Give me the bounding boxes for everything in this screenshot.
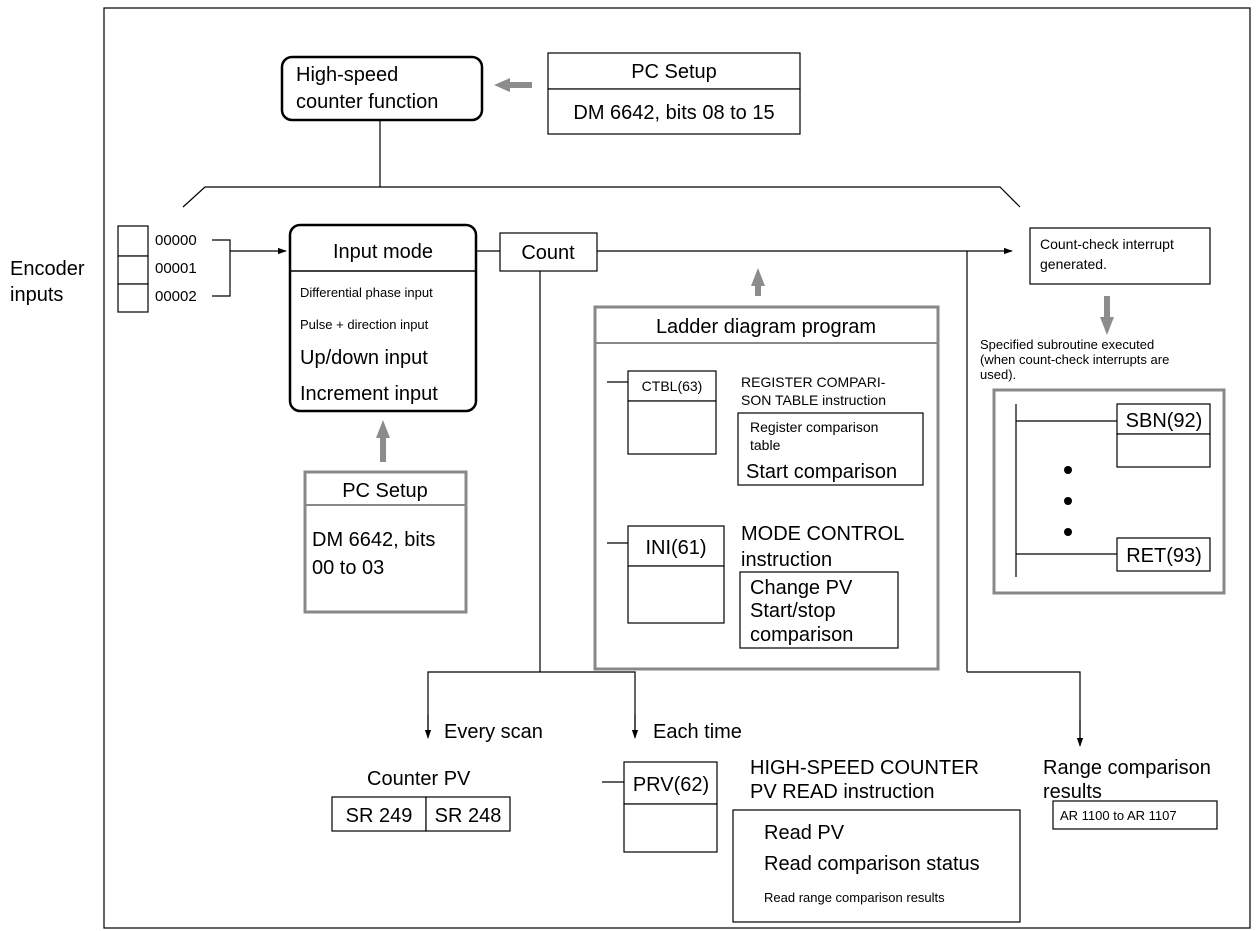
counter-pv-cell-0: SR 249 [346,805,413,827]
input-mode-item-3: Increment input [300,383,438,405]
encoder-bit-1: 00001 [155,260,197,277]
counter-pv-cell-1: SR 248 [435,805,502,827]
ladder-program: Ladder diagram program CTBL(63) REGISTER… [593,305,940,671]
ellipsis-dot-icon [1064,528,1072,536]
interrupt-line1: Count-check interrupt [1040,236,1174,252]
range-value: AR 1100 to AR 1107 [1060,808,1177,823]
pc-setup-top-detail: DM 6642, bits 08 to 15 [573,102,774,124]
range-title-line2: results [1043,781,1102,803]
interrupt-box: Count-check interrupt generated. [1029,227,1211,285]
ctbl-func2: Start comparison [746,461,897,483]
function-bracket [182,120,1021,208]
ret-name: RET(93) [1126,545,1202,567]
ctbl-func1-line1: Register comparison [750,419,878,435]
subroutine-caption-2: used). [980,367,1016,382]
pc-setup-bottom: PC Setup DM 6642, bits 00 to 03 [303,470,468,614]
subroutine-caption-1: (when count-check interrupts are [980,352,1169,367]
ini-desc-line2: instruction [741,549,832,571]
count-label: Count [521,242,575,264]
input-mode-box: Input mode Differential phase input Puls… [288,223,478,413]
sbn-name: SBN(92) [1126,410,1203,432]
range-comparison: Range comparison results AR 1100 to AR 1… [1043,757,1218,830]
prv-func-1: Read comparison status [764,853,980,875]
ctbl-name: CTBL(63) [642,378,703,394]
prv-desc-line1: HIGH-SPEED COUNTER [750,757,979,779]
gray-arrow-up-icon [376,420,390,462]
ladder-title: Ladder diagram program [656,316,876,338]
hs-function-line2: counter function [296,91,438,113]
prv-func-2: Read range comparison results [764,890,945,905]
encoder-label-line2: inputs [10,284,63,306]
encoder-bit-2: 00002 [155,288,197,305]
gray-arrow-down-icon [1100,296,1114,335]
ini-func-1: Start/stop [750,600,836,622]
input-mode-item-0: Differential phase input [300,285,433,300]
ini-func-2: comparison [750,624,853,646]
ini-name: INI(61) [645,537,706,559]
pc-setup-top-title: PC Setup [631,61,717,83]
ini-desc-line1: MODE CONTROL [741,523,904,545]
subroutine-caption-0: Specified subroutine executed [980,337,1154,352]
hs-counter-function-box: High-speed counter function [280,55,484,122]
interrupt-line2: generated. [1040,256,1107,272]
encoder-label-line1: Encoder [10,258,85,280]
encoder-bit-0: 00000 [155,232,197,249]
ctbl-func1-line2: table [750,437,781,453]
count-box: Count [477,232,1013,672]
hs-function-line1: High-speed [296,64,398,86]
ellipsis-dot-icon [1064,466,1072,474]
pc-setup-bottom-detail-line2: 00 to 03 [312,557,384,579]
input-mode-item-1: Pulse + direction input [300,317,429,332]
prv-func-0: Read PV [764,822,845,844]
ctbl-desc-line2: SON TABLE instruction [741,392,886,408]
range-title-line1: Range comparison [1043,757,1211,779]
input-mode-title: Input mode [333,241,433,263]
counter-pv-title: Counter PV [367,768,471,790]
ctbl-desc-line1: REGISTER COMPARI- [741,374,886,390]
every-scan-label: Every scan [444,721,543,743]
pc-setup-bottom-title: PC Setup [342,480,428,502]
input-mode-item-2: Up/down input [300,347,428,369]
pc-setup-top: PC Setup DM 6642, bits 08 to 15 [547,52,801,135]
prv-name: PRV(62) [633,774,709,796]
counter-pv: Counter PV SR 249 SR 248 [331,768,511,832]
encoder-inputs: 00000 00001 00002 [117,225,287,313]
bottom-branches: Every scan Each time [424,671,1084,747]
gray-arrow-up-ladder-icon [751,268,765,296]
prv-desc-line2: PV READ instruction [750,781,935,803]
each-time-label: Each time [653,721,742,743]
subroutine-ladder: SBN(92) RET(93) [992,388,1226,595]
outer-frame [103,7,1251,929]
prv-instruction: PRV(62) HIGH-SPEED COUNTER PV READ instr… [602,757,1021,923]
ellipsis-dot-icon [1064,497,1072,505]
ini-func-0: Change PV [750,577,853,599]
pc-setup-bottom-detail-line1: DM 6642, bits [312,529,435,551]
gray-arrow-left-icon [494,78,532,92]
